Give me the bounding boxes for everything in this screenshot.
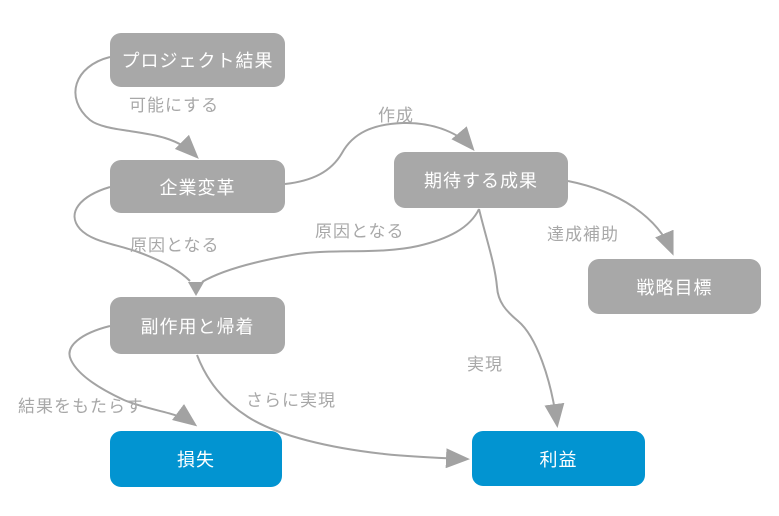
edge-cause-from-business-change [73,186,191,282]
edge-leads-to [68,325,198,427]
node-benefit-label: 利益 [539,449,578,470]
node-strategic-goals-label: 戦略目標 [636,277,713,298]
edge-help-achieve [567,180,674,256]
node-expected-outcomes: 期待する成果 [394,152,568,208]
node-business-change: 企業変革 [110,160,285,213]
node-side-effects: 副作用と帰着 [110,297,285,354]
edge-label-leads-to: 結果をもたらす [18,397,144,416]
edge-label-help-achieve: 達成補助 [547,225,619,244]
edge-label-further-realize: さらに実現 [246,391,336,410]
edge-label-create: 作成 [378,106,414,125]
edge-create [284,121,475,185]
node-benefit: 利益 [472,431,645,486]
node-side-effects-label: 副作用と帰着 [140,316,255,337]
edge-realize [478,208,565,428]
edge-enable [74,56,199,159]
node-business-change-label: 企業変革 [159,177,236,198]
node-loss-label: 損失 [177,450,215,470]
edge-cause-from-expected-outcomes [201,208,480,283]
node-project-outputs: プロジェクト結果 [110,33,285,87]
edge-label-cause-right: 原因となる [315,222,405,241]
edge-label-realize: 実現 [467,355,503,374]
edge-label-enable: 可能にする [129,96,220,115]
node-loss: 損失 [110,431,282,487]
edge-further-realize [196,354,470,469]
edge-label-cause-left: 原因となる [130,236,220,255]
node-strategic-goals: 戦略目標 [588,259,761,314]
node-expected-outcomes-label: 期待する成果 [424,171,538,191]
node-project-outputs-label: プロジェクト結果 [121,51,274,71]
merged-arrowhead [188,282,204,296]
